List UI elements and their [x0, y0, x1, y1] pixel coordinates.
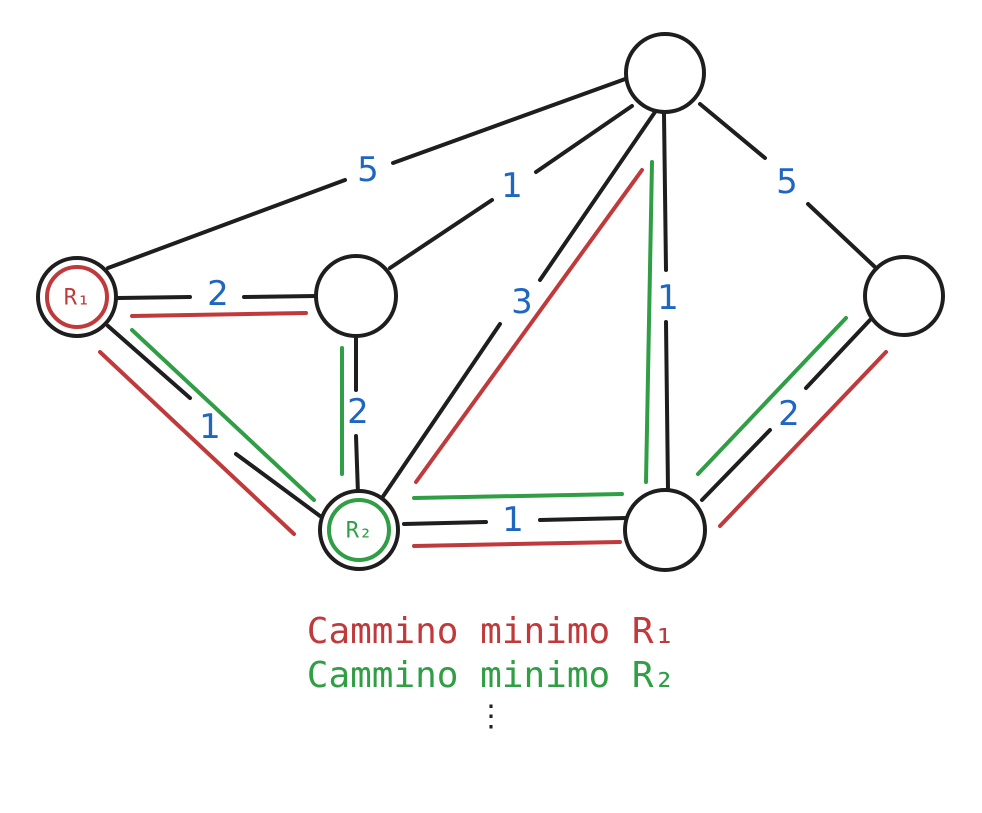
- node-r1: R₁: [36, 256, 118, 338]
- weight-top-br: 1: [657, 278, 679, 318]
- weight-r2-top: 3: [511, 282, 533, 322]
- node-r2-inner: [327, 498, 391, 562]
- weight-mid-r2: 2: [347, 392, 369, 432]
- edge-r2-top-a: [380, 322, 502, 500]
- path-r2-seg-br-right: [696, 316, 848, 476]
- edge-r1-r2-a: [106, 324, 192, 400]
- weight-r2-br: 1: [502, 500, 524, 540]
- edge-right-br-b: [700, 428, 772, 502]
- legend-r2: Cammino minimo R₂: [306, 655, 676, 696]
- edge-r1-top-b: [391, 76, 630, 165]
- edge-mid-top-a: [388, 198, 494, 270]
- weight-top-right: 5: [776, 162, 798, 202]
- legend-r1: Cammino minimo R₁: [306, 611, 676, 652]
- node-right: [863, 255, 945, 337]
- path-r2-seg-top-br: [644, 160, 654, 484]
- node-top: [624, 32, 706, 114]
- edge-mid-top-b: [534, 104, 634, 174]
- weight-r1-r2: 1: [199, 407, 221, 447]
- path-r2-seg-r2-br: [412, 492, 624, 500]
- path-r2-seg-r1-r2: [130, 328, 316, 502]
- weights: 5 1 5 2 1 2 3 1 1 2: [199, 150, 800, 540]
- node-r1-outer: [36, 256, 118, 338]
- edge-r1-mid-a: [116, 295, 192, 300]
- edge-r2-br-a: [402, 520, 488, 526]
- edge-r1-mid-b: [242, 294, 318, 299]
- node-r2: R₂: [318, 489, 400, 571]
- node-bottom-right: [623, 488, 707, 572]
- edge-top-right-a: [698, 102, 767, 160]
- node-r1-inner: [45, 265, 109, 329]
- path-r1: [98, 168, 888, 548]
- path-r1-seg-r2-br: [412, 540, 622, 548]
- edge-r2-br-b: [538, 516, 628, 522]
- edge-top-right-b: [806, 202, 878, 270]
- node-mid: [314, 254, 398, 338]
- continuation-dots: ⋮: [476, 699, 506, 734]
- path-r1-seg-r1-r2: [98, 350, 296, 536]
- weight-r1-mid: 2: [207, 274, 229, 314]
- node-r2-outer: [318, 489, 400, 571]
- path-r1-seg-r1-mid: [130, 311, 308, 318]
- weight-right-br: 2: [778, 394, 800, 434]
- edges: [106, 76, 878, 526]
- path-r2: [130, 160, 848, 502]
- path-r1-seg-br-right: [718, 350, 888, 528]
- weight-mid-top: 1: [501, 166, 523, 206]
- edge-top-br-b: [664, 320, 670, 492]
- edge-right-br-a: [804, 318, 872, 390]
- edge-top-br-a: [662, 112, 668, 272]
- weight-r1-top: 5: [357, 150, 379, 190]
- edge-r2-top-b: [538, 110, 657, 282]
- nodes: R₁ R₂: [36, 32, 945, 572]
- edge-mid-r2-b: [354, 434, 360, 496]
- edge-r1-r2-b: [234, 452, 322, 518]
- router-r1-label: R₁: [64, 286, 91, 311]
- edge-r1-top-a: [106, 178, 347, 270]
- router-r2-label: R₂: [346, 519, 373, 544]
- path-r1-seg-r2-top: [414, 168, 644, 484]
